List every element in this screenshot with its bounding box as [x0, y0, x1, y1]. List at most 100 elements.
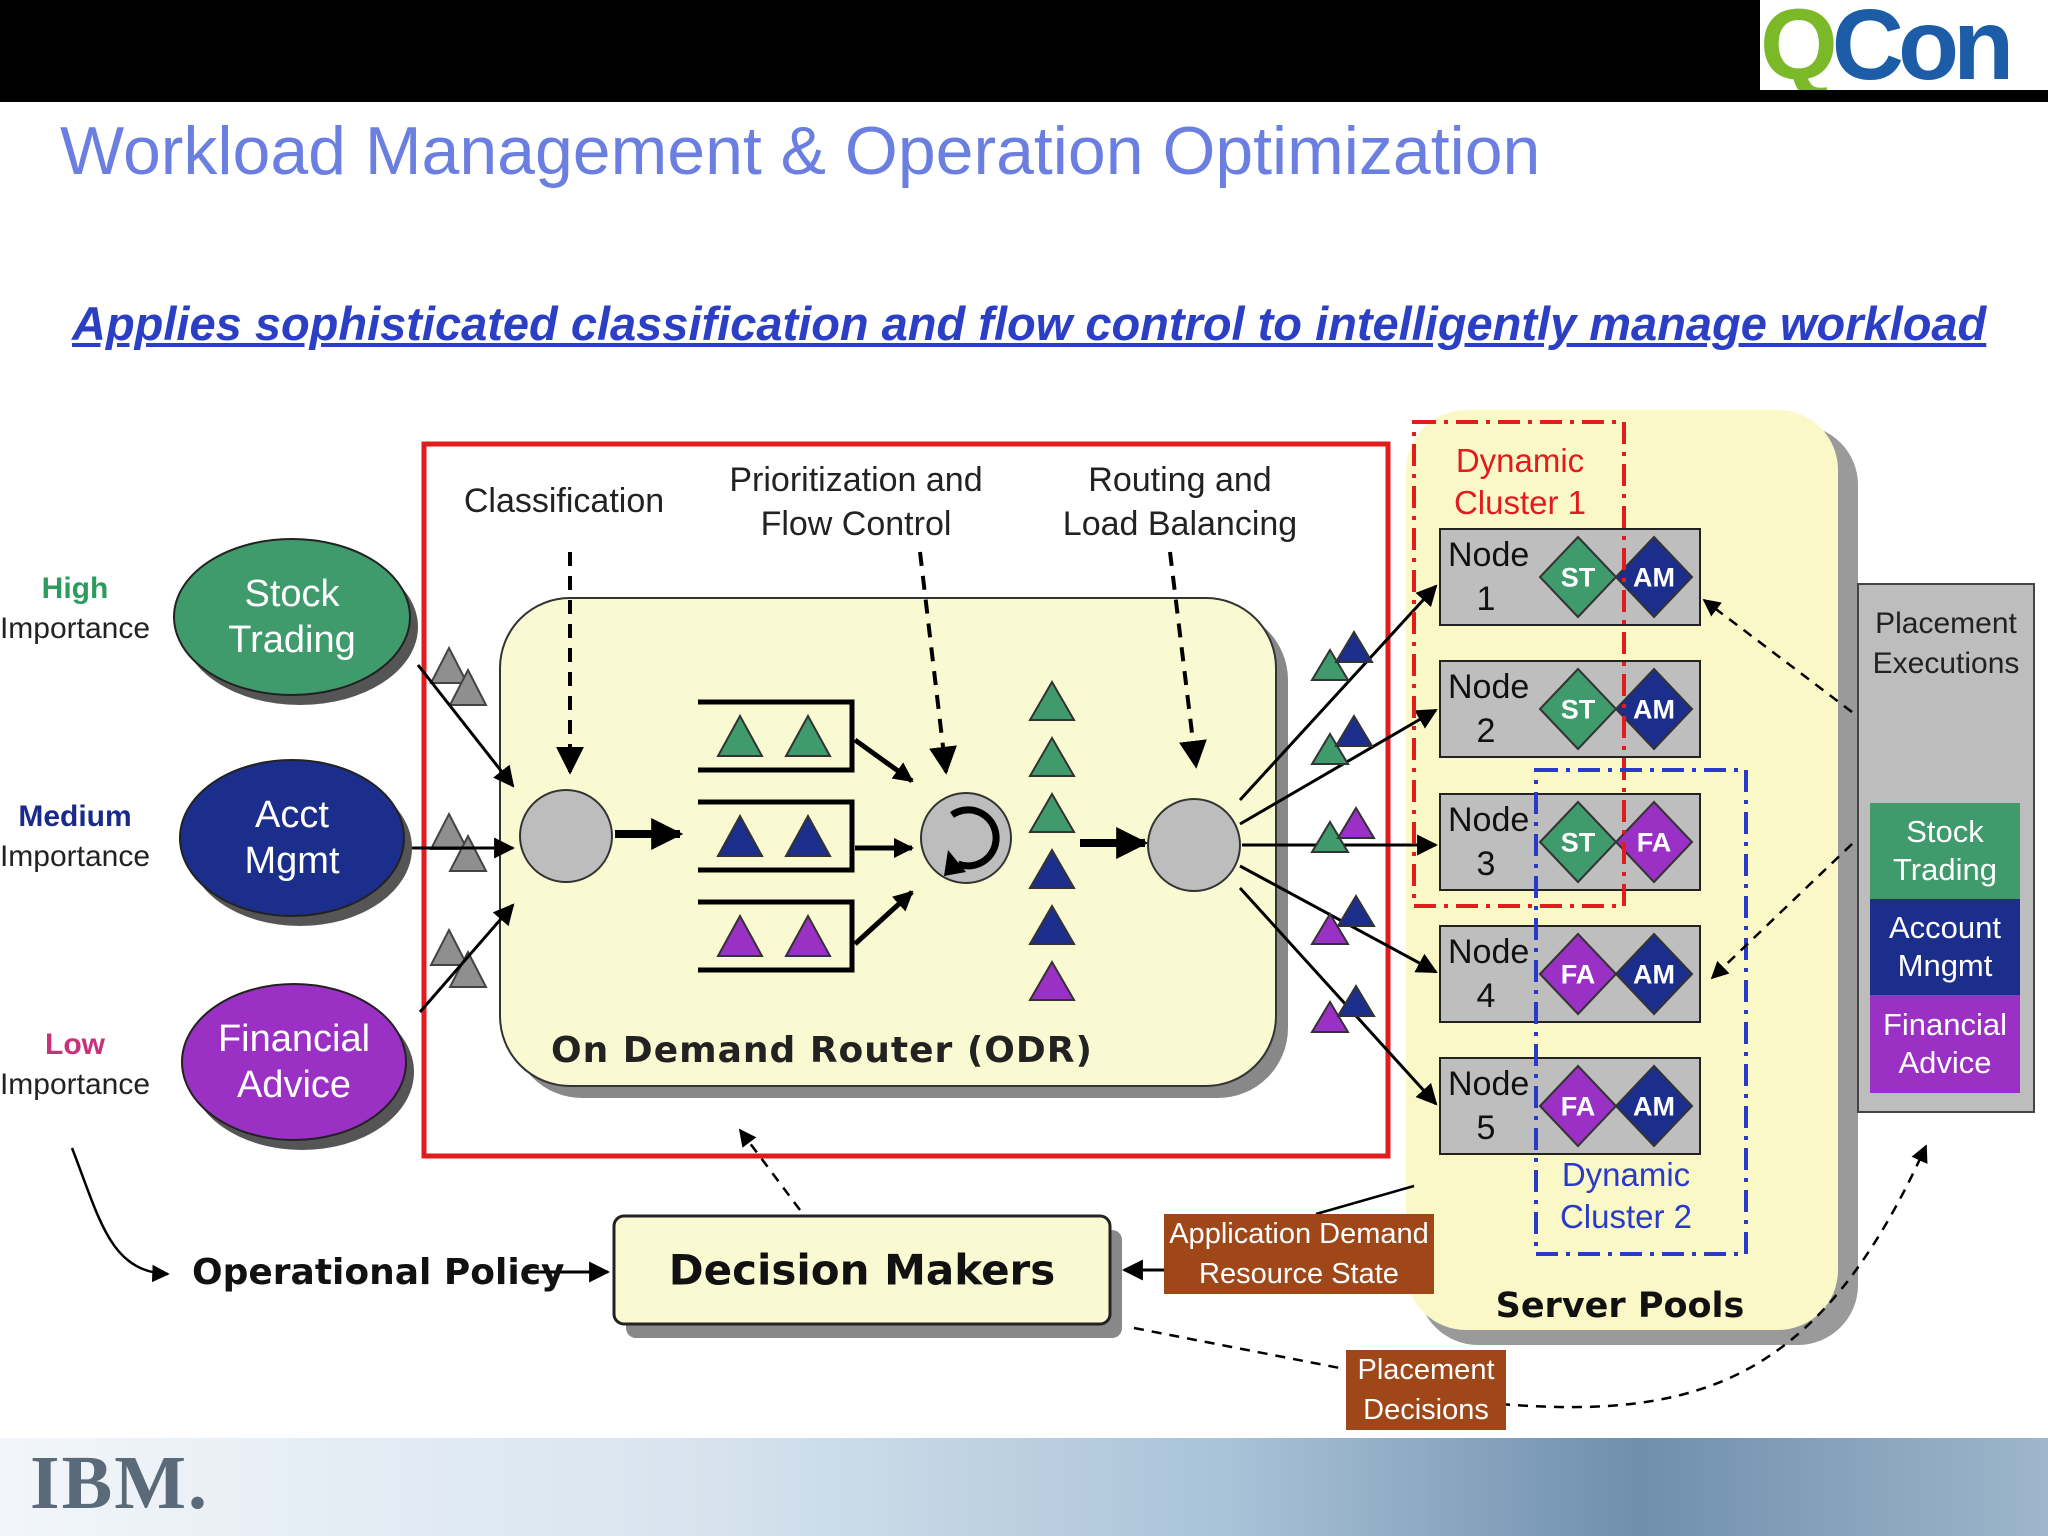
- arrow: [853, 737, 914, 784]
- panel-stock-trading: [1870, 803, 2020, 899]
- low-importance-word: Low: [45, 1028, 105, 1061]
- dynamic-cluster-1-border: [1412, 420, 1626, 908]
- prioritization-line1: Prioritization and: [729, 461, 983, 499]
- node-4-text: Node: [1448, 933, 1530, 971]
- dispatch-stream: [1028, 680, 1076, 1001]
- panel-financial-line1: Financial: [1882, 1007, 2008, 1042]
- high-importance-label: Importance: [0, 612, 151, 645]
- placement-decisions-arrow: [1499, 1144, 1928, 1409]
- incoming-requests: [429, 645, 488, 988]
- am-diamond: [1614, 932, 1694, 1016]
- request-triangle: [448, 949, 488, 988]
- cluster2-line1: Dynamic: [1561, 1156, 1691, 1193]
- odr-frame: [421, 441, 1391, 1159]
- top-bar: [0, 0, 2048, 102]
- queued-request: [784, 813, 832, 857]
- router-node: [1147, 798, 1241, 892]
- node-2-text: Node: [1448, 668, 1530, 706]
- placement-title-line2: Executions: [1872, 647, 2020, 680]
- st-diamond: [1538, 535, 1618, 619]
- queued-request: [784, 913, 832, 957]
- node-4-number: 4: [1476, 977, 1496, 1015]
- acct-line1: Acct: [255, 794, 329, 836]
- node-2-right-app: AM: [1633, 694, 1675, 725]
- route-node2: [1239, 708, 1438, 826]
- node-1-left-app: ST: [1560, 562, 1596, 593]
- node-5-text: Node: [1448, 1065, 1530, 1103]
- dispatched-request: [1028, 680, 1076, 721]
- decision-makers-label: Decision Makers: [668, 1245, 1056, 1295]
- node-5-left-app: FA: [1560, 1091, 1596, 1122]
- queued-request: [716, 913, 764, 957]
- route-node5: [1238, 886, 1438, 1106]
- routed-request: [1334, 714, 1374, 747]
- node-1-text: Node: [1448, 536, 1530, 574]
- cluster2-line2: Cluster 2: [1559, 1198, 1693, 1235]
- pool-to-demand-line: [1315, 1184, 1415, 1216]
- app-demand-line1: Application Demand: [1169, 1218, 1429, 1250]
- queue-arrows: [853, 737, 914, 946]
- panel-account-mngmt: [1870, 899, 2020, 995]
- low-importance-label: Importance: [0, 1068, 151, 1101]
- priority-queues: [698, 699, 855, 973]
- server-pools-label: Server Pools: [1495, 1286, 1745, 1326]
- queued-request: [784, 713, 832, 757]
- routed-request: [1310, 912, 1350, 945]
- fin-line1: Financial: [217, 1018, 371, 1060]
- routing-line1: Routing and: [1088, 461, 1272, 499]
- node-3-number: 3: [1476, 845, 1496, 883]
- dynamic-cluster-2-border: [1534, 768, 1748, 1256]
- queue-items: [716, 713, 832, 957]
- placement-decisions-line2: Decisions: [1363, 1394, 1489, 1426]
- routed-request: [1310, 732, 1350, 765]
- request-triangle: [448, 667, 488, 706]
- placement-decisions-line1: Placement: [1357, 1354, 1495, 1386]
- dispatched-request: [1028, 848, 1076, 889]
- medium-importance-word: Medium: [18, 800, 132, 833]
- app-diamonds: [1538, 535, 1694, 1148]
- routed-request: [1336, 806, 1376, 839]
- routed-request: [1334, 630, 1374, 663]
- placement-arrows: [738, 598, 1928, 1409]
- arrow: [418, 903, 515, 1013]
- operational-policy-label: Operational Policy: [192, 1252, 565, 1293]
- panel-stock-line2: Trading: [1893, 852, 1997, 887]
- route-node1: [1238, 584, 1438, 802]
- medium-importance-label: Importance: [0, 840, 151, 873]
- arrow: [853, 890, 914, 946]
- fa-diamond: [1614, 800, 1694, 884]
- routed-request: [1336, 984, 1376, 1017]
- high-importance-word: High: [41, 572, 109, 605]
- logo-q: Q: [1760, 0, 1838, 90]
- node-3-label: Node 3: [1448, 798, 1529, 886]
- placement-title-line1: Placement: [1875, 607, 2017, 640]
- decision-to-odr-arrow: [738, 1128, 801, 1211]
- panel-account-line2: Mngmt: [1897, 948, 1993, 983]
- arrow: [416, 664, 515, 788]
- stage-pointers: [556, 551, 1207, 775]
- routing-pointer: [1168, 551, 1207, 769]
- request-triangle: [448, 833, 488, 872]
- node-3-text: Node: [1448, 801, 1530, 839]
- panel-stock-line1: Stock: [1906, 814, 1984, 849]
- classification-label: Classification: [463, 482, 665, 520]
- logo-con: Con: [1831, 0, 2014, 90]
- dispatched-request: [1028, 904, 1076, 945]
- st-diamond: [1538, 800, 1618, 884]
- queue-blue: [698, 799, 855, 873]
- stock-line2: Trading: [228, 619, 356, 661]
- node-2-left-app: ST: [1560, 694, 1596, 725]
- node-4-right-app: AM: [1633, 959, 1675, 990]
- classifier-node: [519, 789, 613, 883]
